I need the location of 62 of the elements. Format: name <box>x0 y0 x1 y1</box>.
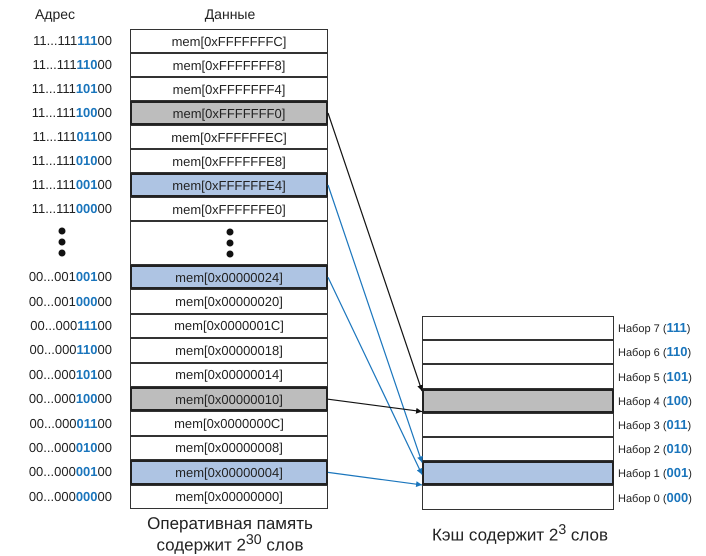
memory-cell: mem[0x00000020] <box>130 289 328 314</box>
memory-cell: mem[0xFFFFFFE0] <box>130 197 328 221</box>
arrow <box>327 276 423 475</box>
cache-set-row <box>422 364 614 389</box>
arrow <box>327 184 423 463</box>
memory-cell: mem[0xFFFFFFF8] <box>130 53 328 77</box>
set-label: Набор 1 (001) <box>618 465 692 482</box>
cache-set-row <box>422 316 614 340</box>
set-label: Набор 5 (101) <box>618 368 692 386</box>
arrow <box>328 472 422 488</box>
set-label: Набор 2 (010) <box>618 441 692 458</box>
address-label: 00...00000000 <box>28 488 112 505</box>
address-label: 11...11110100 <box>32 81 112 97</box>
caption: Кэш содержит 2$^{3}$ слов <box>430 522 610 544</box>
memory-cell: mem[0x00000018] <box>130 338 328 363</box>
address-label: 11...11100100 <box>32 177 112 193</box>
column-header: Адрес <box>34 6 76 22</box>
address-label: 11...11101100 <box>32 129 112 145</box>
address-label: 00...00010100 <box>28 366 112 383</box>
address-label: 11...11111100 <box>33 33 112 49</box>
memory-cell <box>130 221 328 265</box>
memory-cell: mem[0xFFFFFFFC] <box>130 29 328 53</box>
cache-set-row <box>422 461 614 486</box>
memory-cell: mem[0xFFFFFFE8] <box>130 149 328 173</box>
address-label: 11...11111000 <box>32 57 112 73</box>
memory-cell: mem[0x00000008] <box>130 436 328 460</box>
cache-set-row <box>422 388 614 413</box>
memory-cell: mem[0xFFFFFFE4] <box>130 173 328 197</box>
set-label: Набор 7 (111) <box>618 320 690 338</box>
cache-set-row <box>422 437 614 462</box>
memory-cell: mem[0xFFFFFFEC] <box>130 125 328 149</box>
memory-cell: mem[0x0000001C] <box>130 314 328 338</box>
address-label: 00...00100100 <box>28 269 112 286</box>
set-label: Набор 0 (000) <box>618 490 692 506</box>
memory-cell: mem[0x00000000] <box>130 484 328 509</box>
address-label: 00...00100000 <box>28 294 112 310</box>
memory-cell: mem[0xFFFFFFF0] <box>130 101 328 125</box>
caption: Оперативная память содержит 2$^{30}$ слов <box>146 516 314 554</box>
address-label: 11...11101000 <box>32 153 112 169</box>
cache-set-row <box>422 485 614 510</box>
arrow <box>328 398 422 414</box>
address-label: 11...11110000 <box>32 105 112 121</box>
address-label: 11...11100000 <box>32 201 112 217</box>
memory-cell: mem[0x00000014] <box>130 362 328 387</box>
address-label: 00...00000100 <box>28 464 112 480</box>
cache-set-row <box>422 340 614 364</box>
address-label: 00...00010000 <box>28 391 112 408</box>
set-label: Набор 3 (011) <box>618 416 692 434</box>
memory-cell: mem[0xFFFFFFF4] <box>130 77 328 101</box>
set-label: Набор 4 (100) <box>618 392 692 410</box>
address-label: 00...00011000 <box>30 342 112 358</box>
address-label: 00...00001100 <box>30 416 112 432</box>
column-header: Данные <box>204 6 256 22</box>
memory-cell: mem[0x00000010] <box>130 387 328 412</box>
address-label: 00...00001000 <box>28 440 112 456</box>
memory-cell: mem[0x0000000C] <box>130 411 328 436</box>
arrow <box>327 112 423 392</box>
cache-set-row <box>422 412 614 437</box>
address-label: 00...00011100 <box>30 318 112 334</box>
memory-cell: mem[0x00000004] <box>130 460 328 485</box>
memory-cell: mem[0x00000024] <box>130 265 328 290</box>
set-label: Набор 6 (110) <box>618 344 692 362</box>
